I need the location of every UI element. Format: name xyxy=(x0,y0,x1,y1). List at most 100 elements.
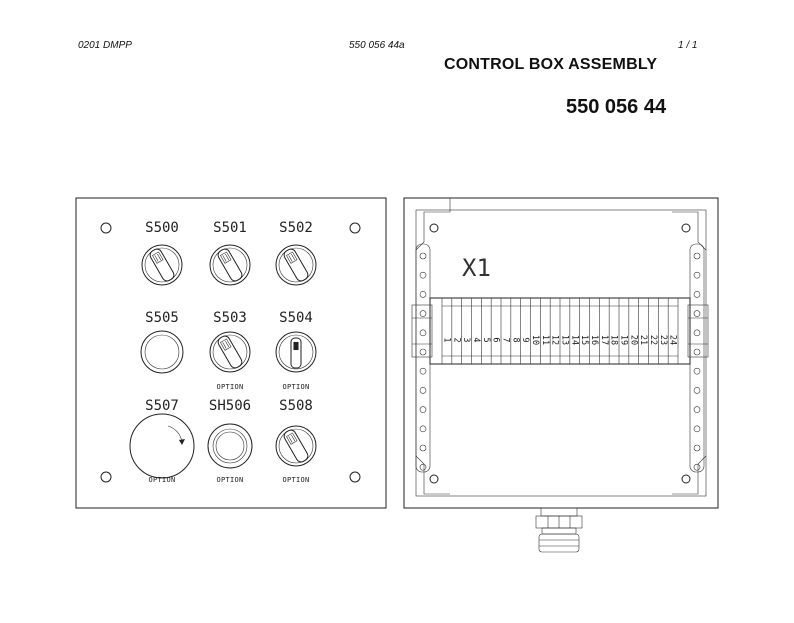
device-s500: S500 xyxy=(141,220,183,286)
box-corner-detail xyxy=(672,211,707,251)
drawing-reference: 550 056 44a xyxy=(349,40,405,51)
device-label: S500 xyxy=(145,220,179,236)
rail-hole xyxy=(693,252,701,260)
drawing-title: CONTROL BOX ASSEMBLY xyxy=(444,56,658,73)
device-label: S503 xyxy=(213,310,247,326)
rail-hole xyxy=(419,271,427,279)
terminal-number: 16 xyxy=(589,335,599,345)
rail-hole xyxy=(693,425,701,433)
selector-handle xyxy=(217,248,243,282)
mounting-hole xyxy=(100,222,112,234)
rail-hole xyxy=(693,329,701,337)
terminal-number: 7 xyxy=(500,337,510,342)
box-screw xyxy=(681,474,691,484)
device-label: S501 xyxy=(213,220,247,236)
box-corner-detail xyxy=(415,198,451,251)
option-label: OPTION xyxy=(216,383,243,391)
selector-handle xyxy=(217,335,243,369)
box-screw xyxy=(429,474,439,484)
terminal-number: 12 xyxy=(550,335,560,345)
rotate-arrow xyxy=(167,425,183,443)
rail-hole xyxy=(419,444,427,452)
rail-hole xyxy=(693,463,701,471)
terminal-number: 14 xyxy=(569,335,579,345)
terminal-number: 15 xyxy=(579,335,589,345)
device-label: S508 xyxy=(279,398,313,414)
terminal-number: 6 xyxy=(491,337,501,342)
selector-bezel xyxy=(275,425,317,467)
terminal-number: 13 xyxy=(559,335,569,345)
device-s502: S502 xyxy=(275,220,317,286)
box-corner-detail xyxy=(672,455,707,495)
terminal-number: 23 xyxy=(658,335,668,345)
device-s501: S501 xyxy=(209,220,251,286)
rail-hole xyxy=(419,310,427,317)
box-inner-outline xyxy=(415,209,707,497)
mounting-hole xyxy=(100,471,112,483)
box-screw xyxy=(681,223,691,233)
selector-handle xyxy=(283,248,309,282)
terminal-number: 9 xyxy=(520,337,530,342)
mounting-hole xyxy=(349,471,361,483)
box-corner-detail xyxy=(415,455,450,495)
option-label: OPTION xyxy=(282,383,309,391)
rail-hole xyxy=(419,463,427,471)
rail-hole xyxy=(693,406,701,413)
terminal-number: 2 xyxy=(451,337,461,342)
terminal-number: 3 xyxy=(461,337,471,342)
rail-hole xyxy=(693,387,701,394)
device-label: SH506 xyxy=(209,398,251,414)
key-switch-bezel xyxy=(275,331,317,373)
rail-hole xyxy=(419,252,427,260)
sheet-number: 1 / 1 xyxy=(678,40,698,51)
device-label: S505 xyxy=(145,310,179,326)
terminal-number: 22 xyxy=(648,335,658,345)
rail-hole xyxy=(693,291,701,298)
selector-bezel xyxy=(141,244,183,286)
terminal-number: 5 xyxy=(481,337,491,342)
device-label: S507 xyxy=(145,398,179,414)
doc-code: 0201 DMPP xyxy=(78,40,132,51)
terminal-number: 18 xyxy=(609,335,619,345)
end-stop-right xyxy=(687,304,709,358)
selector-handle xyxy=(149,248,175,282)
front-panel-outline xyxy=(75,197,387,509)
terminal-number: 4 xyxy=(471,337,481,342)
terminal-number: 8 xyxy=(510,337,520,342)
pushbutton-bezel xyxy=(140,330,184,374)
selector-handle xyxy=(283,429,309,463)
rail-hole xyxy=(693,444,701,452)
key-handle xyxy=(290,337,302,369)
terminal-number: 11 xyxy=(540,335,550,345)
terminal-number: 17 xyxy=(599,335,609,345)
option-label: OPTION xyxy=(282,476,309,484)
device-label: S502 xyxy=(279,220,313,236)
terminal-number: 24 xyxy=(668,335,678,345)
rail-hole xyxy=(419,291,427,298)
terminal-number: 20 xyxy=(628,335,638,345)
part-number: 550 056 44 xyxy=(566,96,667,118)
rail-hole xyxy=(693,367,701,375)
rail-hole xyxy=(419,329,427,337)
rail-hole xyxy=(693,271,701,279)
terminal-number: 21 xyxy=(638,335,648,345)
pushbutton-bezel xyxy=(207,423,253,469)
terminal-block-label: X1 xyxy=(462,254,491,282)
terminal-number: 1 xyxy=(441,337,451,342)
box-screw xyxy=(429,223,439,233)
selector-bezel xyxy=(275,244,317,286)
selector-bezel xyxy=(209,331,251,373)
end-stop-left xyxy=(411,304,433,358)
box-outline xyxy=(403,197,719,509)
terminal-number: 19 xyxy=(618,335,628,345)
rail-hole xyxy=(419,425,427,433)
mounting-hole xyxy=(349,222,361,234)
option-label: OPTION xyxy=(148,476,175,484)
emergency-stop-head xyxy=(129,413,195,479)
